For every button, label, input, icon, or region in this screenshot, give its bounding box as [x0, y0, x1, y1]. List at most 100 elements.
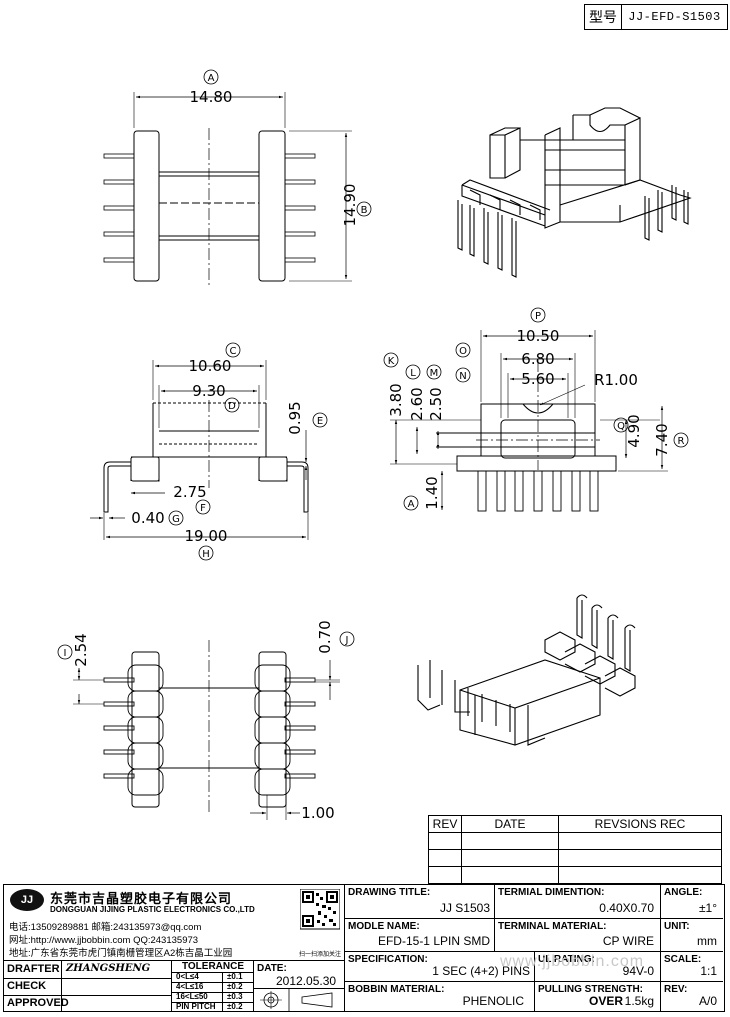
- company-contact-1: 电话:13509289881 邮箱:243135973@qq.com: [9, 922, 202, 933]
- dim-r1-00: R1.00: [594, 371, 638, 389]
- dim-5-60: 5.60: [521, 370, 554, 388]
- dim-label-m: M: [430, 368, 439, 379]
- dim-3-80: 3.80: [387, 383, 405, 416]
- side-view: [390, 330, 668, 512]
- approved-label: APPROVED: [7, 997, 69, 1009]
- rev-col-header: REV: [428, 815, 462, 833]
- dim-1-00: 1.00: [301, 804, 334, 822]
- dim-10-50: 10.50: [517, 327, 560, 345]
- tol-val-3: ±0.3: [227, 992, 243, 1001]
- dim-label-a2: A: [408, 499, 415, 510]
- revision-row: [428, 832, 722, 850]
- tolerance-table: TOLERANCE 0<L≤4 ±0.1 4<L≤16 ±0.2 16<L≤50…: [171, 960, 254, 1012]
- dim-label-i: I: [64, 648, 67, 659]
- revision-row: [428, 849, 722, 867]
- qr-code-icon: [299, 888, 341, 937]
- scale-label: SCALE:: [664, 954, 702, 965]
- rec-col-header: REVSIONS REC: [558, 815, 722, 833]
- rev-label: REV:: [664, 984, 688, 995]
- dim-2-50: 2.50: [427, 387, 445, 420]
- company-name-cn: 东莞市吉晶塑胶电子有限公司: [50, 891, 233, 906]
- tol-range-4: PIN PITCH: [176, 1002, 216, 1011]
- dim-label-f: F: [200, 503, 206, 514]
- unit-label: UNIT:: [664, 921, 690, 932]
- revision-row: [428, 866, 722, 884]
- drawing-title-value: JJ S1503: [439, 901, 490, 915]
- bottom-view: [73, 640, 340, 820]
- date-value: 2012.05.30: [276, 974, 337, 988]
- watermark: www.jjbobbin.com: [500, 953, 645, 970]
- dim-label-g: G: [172, 514, 180, 525]
- dim-9-30: 9.30: [192, 382, 225, 400]
- model-number: JJ-EFD-S1503: [628, 10, 721, 24]
- iso-view-bottom: [417, 594, 636, 746]
- bobbin-material-value: PHENOLIC: [462, 994, 524, 1008]
- dim-label-e: E: [317, 416, 323, 427]
- approved-value: [61, 995, 171, 1011]
- top-view: [103, 92, 352, 286]
- angle-value: ±1°: [698, 901, 717, 915]
- iso-view-top: [457, 107, 692, 278]
- tol-val-2: ±0.2: [227, 982, 243, 991]
- tol-range-1: 0<L≤4: [176, 972, 199, 981]
- technical-drawing: A B C D E F G H I J K L M N O P Q R A 14…: [57, 69, 692, 822]
- dim-14-90: 14.90: [341, 184, 359, 227]
- company-name-en: DONGGUAN JIJING PLASTIC ELECTRONICS CO.,…: [50, 905, 255, 914]
- dim-10-60: 10.60: [189, 357, 232, 375]
- terminal-dim-label: TERMIAL DIMENTION:: [498, 887, 605, 898]
- dim-label-n: N: [459, 371, 466, 382]
- drawing-title-label: DRAWING TITLE:: [348, 887, 431, 898]
- tol-range-3: 16<L≤50: [176, 992, 208, 1001]
- dim-6-80: 6.80: [521, 350, 554, 368]
- tol-val-4: ±0.2: [227, 1002, 243, 1011]
- model-name-value: EFD-15-1 LPIN SMD: [377, 934, 490, 948]
- ul-rating-value: 94V-0: [622, 964, 654, 978]
- company-contact-2: 网址:http://www.jjbobbin.com QQ:243135973: [9, 935, 199, 946]
- company-info: JJ 东莞市吉晶塑胶电子有限公司 DONGGUAN JIJING PLASTIC…: [4, 885, 344, 960]
- date-label: DATE:: [257, 963, 287, 974]
- rev-value: A/0: [698, 994, 717, 1008]
- revision-table: REV DATE REVSIONS REC: [428, 815, 722, 884]
- company-address: 地址:广东省东莞市虎门镇南栅管理区A2栋吉晶工业园: [9, 948, 233, 959]
- date-col-header: DATE: [461, 815, 559, 833]
- dim-0-95: 0.95: [286, 401, 304, 434]
- model-label: 型号: [585, 5, 622, 29]
- tolerance-label: TOLERANCE: [172, 961, 254, 973]
- specification-label: SPECIFICATION:: [348, 954, 428, 965]
- model-name-label: MODLE NAME:: [348, 921, 420, 932]
- check-value: [61, 978, 171, 995]
- tol-val-1: ±0.1: [227, 972, 243, 981]
- bobbin-material-label: BOBBIN MATERIAL:: [348, 984, 445, 995]
- title-block: JJ 东莞市吉晶塑胶电子有限公司 DONGGUAN JIJING PLASTIC…: [3, 884, 725, 1012]
- dim-4-90: 4.90: [625, 414, 643, 447]
- dim-label-k: K: [388, 356, 395, 367]
- dim-1-40: 1.40: [423, 476, 441, 509]
- tol-range-2: 4<L≤16: [176, 982, 204, 991]
- drafter-label: DRAFTER: [7, 963, 60, 975]
- company-logo: JJ: [10, 889, 44, 911]
- dim-label-h: H: [202, 549, 210, 560]
- dim-label-d: D: [228, 401, 236, 412]
- dim-label-p: P: [535, 311, 541, 322]
- model-number-box: 型号 JJ-EFD-S1503: [584, 4, 728, 30]
- check-label: CHECK: [7, 980, 47, 992]
- qr-caption: 扫一扫添加关注: [299, 952, 342, 958]
- dim-label-q: Q: [617, 421, 625, 432]
- terminal-dim-value: 0.40X0.70: [599, 901, 654, 915]
- dim-label-a: A: [208, 73, 215, 84]
- scale-value: 1:1: [700, 964, 717, 978]
- dim-label-c: C: [230, 346, 237, 357]
- terminal-material-value: CP WIRE: [602, 934, 654, 948]
- dim-2-60: 2.60: [408, 387, 426, 420]
- dim-label-circles: [57, 69, 689, 660]
- angle-label: ANGLE:: [664, 887, 703, 898]
- dim-2-75: 2.75: [173, 483, 206, 501]
- dim-7-40: 7.40: [653, 423, 671, 456]
- dim-2-54: 2.54: [72, 633, 90, 666]
- dim-14-80: 14.80: [190, 88, 233, 106]
- dim-label-j: J: [345, 635, 349, 646]
- unit-value: mm: [697, 934, 717, 948]
- ul-rating-label: UL RATING:: [538, 954, 595, 965]
- drafter-signature: ZHANGSHENG: [66, 963, 151, 974]
- projection-symbol: [253, 988, 344, 1012]
